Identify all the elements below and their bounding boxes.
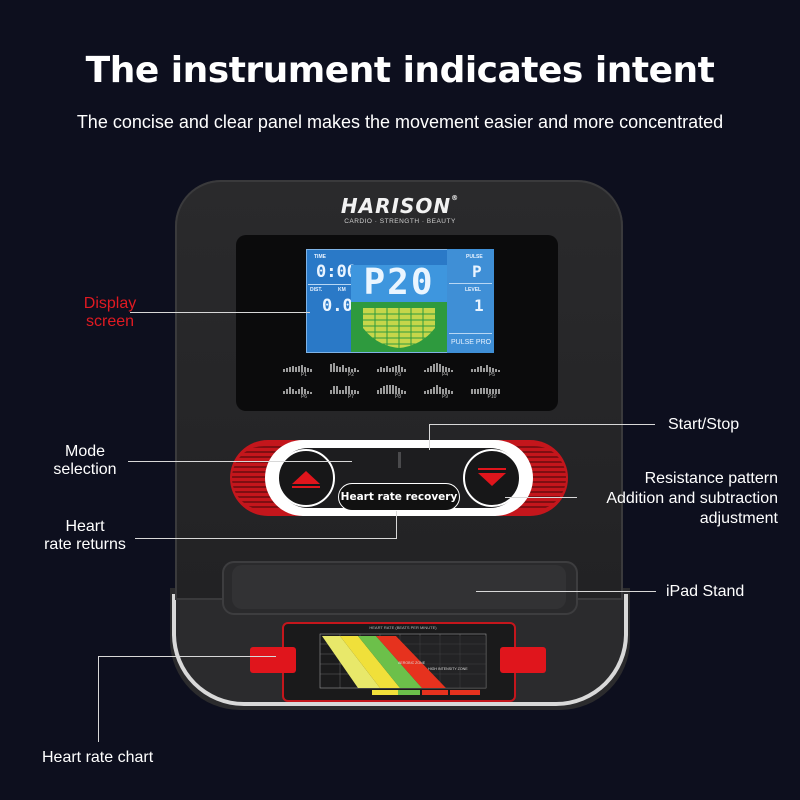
grip-pad-right <box>500 647 546 673</box>
lcd-pulse-value: P <box>472 262 482 281</box>
program-profiles-row-2: P6 P7 P8 P9 P10 <box>283 384 513 400</box>
lcd-divider <box>308 284 351 285</box>
lcd-time-label: TIME <box>314 254 326 260</box>
callout-line-start-stop-vertical <box>429 424 430 450</box>
callout-mode-selection: Mode selection <box>53 443 117 478</box>
callout-line-hr-chart <box>98 656 276 657</box>
callout-resistance: Resistance pattern Addition and subtract… <box>606 470 778 527</box>
program-profile-7: P7 <box>330 384 372 400</box>
lcd-profile-graph <box>363 308 435 348</box>
program-label: P2 <box>347 372 355 378</box>
program-label: P7 <box>347 394 355 400</box>
callout-line-heart-returns <box>135 538 397 539</box>
triangle-up-icon <box>292 471 320 488</box>
callout-line-display <box>130 312 310 313</box>
lcd-right-column <box>447 249 494 353</box>
callout-line-mode <box>128 461 352 462</box>
lcd-pulse-label: PULSE <box>466 254 483 260</box>
program-label: P9 <box>441 394 449 400</box>
page-headline: The instrument indicates intent <box>85 50 715 91</box>
callout-line-heart-returns-vertical <box>396 511 397 539</box>
program-profiles-row-1: P1 P2 P3 P4 P5 <box>283 362 513 378</box>
lcd-mode-label: PULSE PRO <box>451 339 492 346</box>
program-profile-8: P8 <box>377 384 419 400</box>
callout-line-start-stop <box>430 424 655 425</box>
program-label: P1 <box>300 372 308 378</box>
callout-ipad-stand: iPad Stand <box>666 583 745 600</box>
callout-line-resistance <box>505 497 577 498</box>
program-profile-2: P2 <box>330 362 372 378</box>
callout-heart-rate-chart: Heart rate chart <box>42 749 154 766</box>
start-stop-button[interactable] <box>398 452 401 468</box>
callout-start-stop: Start/Stop <box>668 416 740 433</box>
lcd-divider <box>449 283 492 284</box>
heart-rate-recovery-button[interactable]: Heart rate recovery <box>338 483 460 511</box>
program-label: P8 <box>394 394 402 400</box>
program-label: P5 <box>488 372 496 378</box>
resistance-down-button[interactable] <box>463 449 521 507</box>
callout-display-screen: Display screen <box>83 295 137 330</box>
hr-zone-label: HIGH INTENSITY ZONE <box>428 667 468 671</box>
triangle-down-icon <box>478 468 506 486</box>
hr-chart-title: HEART RATE (BEATS PER MINUTE) <box>369 625 437 630</box>
program-profile-6: P6 <box>283 384 325 400</box>
lcd-dist-label: DIST. <box>310 287 323 293</box>
heart-rate-zone-chart: AEROBIC ZONE HIGH INTENSITY ZONE <box>319 633 487 695</box>
program-profile-5: P5 <box>471 362 513 378</box>
grip-pad-left <box>250 647 296 673</box>
brand-tagline: CARDIO · STRENGTH · BEAUTY <box>344 218 456 225</box>
brand-registered-mark: ® <box>451 194 460 202</box>
lcd-level-value: 1 <box>474 296 484 315</box>
lcd-dist-value: 0.0 <box>322 296 353 316</box>
callout-heart-rate-returns: Heart rate returns <box>44 518 126 553</box>
lcd-program-value: P20 <box>363 262 435 303</box>
program-label: P10 <box>487 394 497 400</box>
program-label: P4 <box>441 372 449 378</box>
lcd-program-field <box>351 265 447 302</box>
lcd-level-label: LEVEL <box>465 287 482 293</box>
program-profile-1: P1 <box>283 362 325 378</box>
page-subtitle: The concise and clear panel makes the mo… <box>76 112 724 132</box>
program-label: P6 <box>300 394 308 400</box>
callout-line-hr-chart-vertical <box>98 656 99 742</box>
program-profile-4: P4 <box>424 362 466 378</box>
program-profile-10: P10 <box>471 384 513 400</box>
lcd-dist-unit: KM <box>338 287 346 293</box>
lcd-profile-area <box>351 302 447 352</box>
brand-logo: HARISON® <box>340 194 460 218</box>
lcd-time-value: 0:00 <box>316 262 357 282</box>
program-profile-9: P9 <box>424 384 466 400</box>
hr-zone-label: AEROBIC ZONE <box>398 661 426 665</box>
mode-up-button[interactable] <box>277 449 335 507</box>
ipad-stand-tray <box>232 565 566 609</box>
callout-line-ipad <box>476 591 656 592</box>
lcd-divider <box>449 333 492 334</box>
program-label: P3 <box>394 372 402 378</box>
program-profile-3: P3 <box>377 362 419 378</box>
console-lower-rim <box>172 594 628 706</box>
